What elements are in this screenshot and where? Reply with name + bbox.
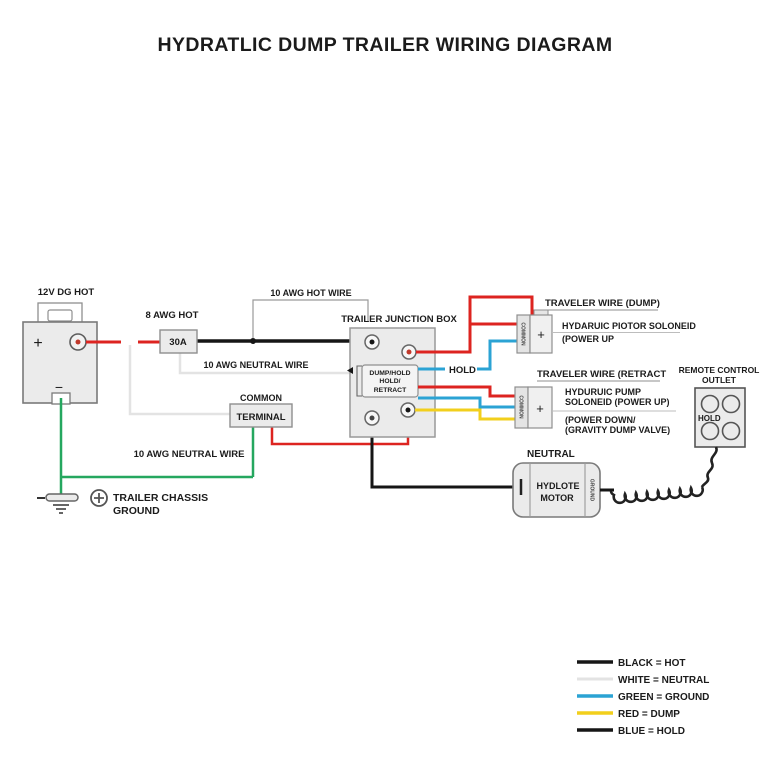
solenoid-dump-desc-2: (POWER UP (562, 334, 614, 344)
legend-label-green: GREEN = GROUND (618, 692, 709, 703)
motor-neutral-label: NEUTRAL (527, 449, 575, 460)
outlet-socket-top-left (700, 394, 720, 414)
neutral-wire-bottom-label: 10 AWG NEUTRAL WIRE (134, 449, 245, 460)
legend-row-black-hot: BLACK = HOT (577, 658, 686, 669)
wire-blue-hold-1b (477, 339, 517, 371)
wire-red-retract-traveler (418, 385, 515, 398)
solenoid-retract-desc-1: HYDURUIC PUMP (565, 387, 641, 397)
solenoid-dump-desc-1: HYDARUIC PIOTOR SOLONEID (562, 321, 696, 331)
switch-box (361, 364, 419, 398)
diagram-title: HYDRATLIC DUMP TRAILER WIRING DIAGRAM (158, 34, 613, 56)
remote-outlet-title-1: REMOTE CONTROL (679, 365, 760, 375)
motor-side-label: GROUND (589, 479, 595, 502)
switch-label-2: HOLD/ (379, 378, 400, 385)
switch-bracket (356, 365, 362, 397)
legend-label-blue: BLUE = HOLD (618, 726, 685, 737)
chassis-ground-label-1: TRAILER CHASSIS (113, 492, 208, 504)
remote-outlet-group: REMOTE CONTROL OUTLET HOLD (679, 365, 760, 488)
hold-wire-label: HOLD (449, 365, 476, 376)
legend-group: BLACK = HOT WHITE = NEUTRAL GREEN = GROU… (577, 658, 709, 737)
fuse-group: 8 AWG HOT 30A (146, 310, 199, 354)
wire-black-junction-to-motor (370, 425, 513, 489)
battery-label: 12V DG HOT (38, 287, 95, 298)
ground-plus-icon (94, 493, 104, 503)
wire-neutral-battery-to-terminal (128, 345, 230, 416)
legend-label-white: WHITE = NEUTRAL (618, 675, 709, 686)
fuse-rating: 30A (169, 337, 187, 348)
battery-top-cap (47, 309, 73, 322)
earth-symbol (53, 504, 69, 514)
switch-label-3: RETRACT (374, 387, 407, 394)
solenoid-retract-desc-2: SOLONEID (POWER UP) (565, 397, 670, 407)
junction-box-label: TRAILER JUNCTION BOX (341, 314, 457, 325)
chassis-ground-label-2: GROUND (113, 505, 160, 517)
switch-label-1: DUMP/HOLD (369, 370, 410, 377)
common-terminal-box (229, 403, 293, 428)
remote-outlet-hold-label: HOLD (698, 414, 721, 423)
ground-bar (45, 493, 79, 502)
remote-cord-wavy (700, 446, 718, 488)
battery-terminal-dot (75, 339, 81, 345)
junction-terminal-bottom-right-dot (405, 407, 411, 413)
solenoid-dump-side-label: COMMON (520, 322, 526, 346)
left-wires-group (59, 338, 513, 494)
legend-row-white-neutral: WHITE = NEUTRAL (577, 675, 709, 686)
motor-section-dividers (529, 463, 586, 517)
fuse-box (159, 329, 198, 354)
motor-name-1: HYDLOTE (536, 481, 579, 491)
chassis-ground-group: TRAILER CHASSIS GROUND (37, 489, 208, 517)
solenoid-retract-desc-3: (POWER DOWN/ (565, 415, 636, 425)
solenoid-retract-plus: + (536, 401, 544, 416)
legend-label-black: BLACK = HOT (618, 658, 686, 669)
solenoid-dump-plus: + (537, 327, 545, 342)
hot-wire-label: 10 AWG HOT WIRE (270, 288, 351, 298)
legend-row-red-dump: RED = DUMP (577, 709, 680, 720)
right-wires-group (415, 295, 534, 421)
hot-wire-junction-dot (250, 338, 256, 344)
hot-wire-label-group: 10 AWG HOT WIRE (252, 288, 369, 338)
hot-wire-bracket (252, 299, 369, 338)
junction-box-group: TRAILER JUNCTION BOX DUMP/HOLD HOLD/ RET… (341, 314, 457, 438)
traveler-retract-title: TRAVELER WIRE (RETRACT (537, 369, 666, 380)
legend-row-blue-hold: BLUE = HOLD (577, 726, 685, 737)
legend-label-red: RED = DUMP (618, 709, 680, 720)
solenoid-dump-group: TRAVELER WIRE (DUMP) COMMON + HYDARUIC P… (516, 298, 696, 354)
solenoid-dump-terminal-section (529, 314, 553, 354)
traveler-dump-title: TRAVELER WIRE (DUMP) (545, 298, 660, 309)
battery-minus-sign: − (55, 379, 63, 395)
junction-terminal-bottom-left-dot (369, 415, 375, 421)
wire-neutral-fuse-to-junction (178, 353, 350, 375)
junction-terminal-top-right-dot (406, 349, 412, 355)
outlet-socket-bottom-left (700, 421, 720, 441)
wire-yellow-dump (415, 408, 515, 421)
outlet-socket-top-right (721, 394, 741, 414)
outlet-socket-bottom-right (721, 421, 741, 441)
solenoid-retract-group: TRAVELER WIRE (RETRACT COMMON + HYDURUIC… (514, 369, 676, 435)
remote-outlet-title-2: OUTLET (702, 375, 737, 385)
common-terminal-group: COMMON TERMINAL (229, 393, 293, 428)
motor-group: NEUTRAL HYDLOTE MOTOR GROUND (512, 449, 614, 518)
neutral-wire-top-label: 10 AWG NEUTRAL WIRE (203, 360, 308, 370)
battery-plus-sign: + (33, 335, 42, 352)
legend-row-green-ground: GREEN = GROUND (577, 692, 709, 703)
junction-terminal-top-left-dot (369, 339, 375, 345)
switch-arrow-icon (347, 367, 353, 374)
wire-blue-hold-2 (418, 396, 515, 409)
solenoid-retract-terminal-section (527, 386, 553, 429)
coiled-cord (609, 484, 704, 505)
solenoid-retract-desc-4: (GRAVITY DUMP VALVE) (565, 425, 670, 435)
wire-red-dump-traveler (416, 295, 534, 354)
fuse-label: 8 AWG HOT (146, 310, 199, 321)
solenoid-retract-side-label: COMMON (518, 395, 524, 419)
common-terminal-box-label: TERMINAL (236, 412, 285, 423)
common-terminal-label: COMMON (240, 393, 282, 403)
motor-name-2: MOTOR (540, 493, 574, 503)
